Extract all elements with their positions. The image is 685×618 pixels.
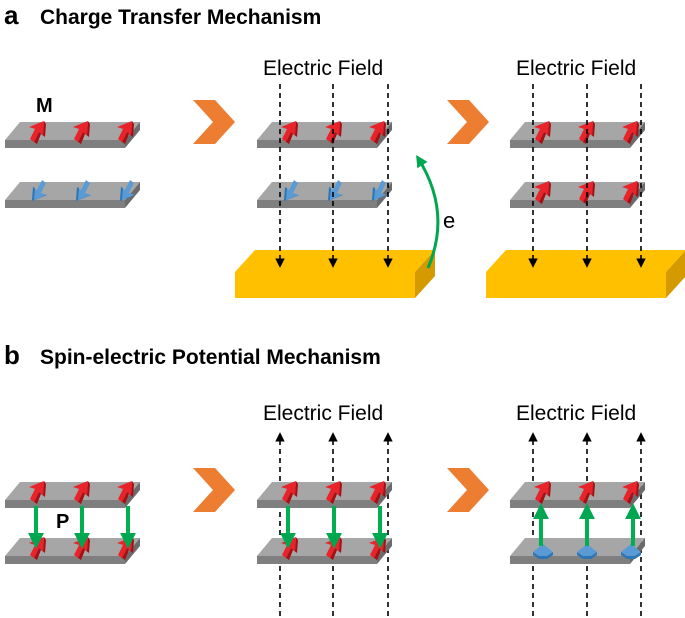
- field-lines-down: [528, 84, 646, 268]
- process-arrow-icon: [193, 100, 235, 144]
- slab-bottom-a2: [257, 182, 392, 208]
- slab-top-b2: [257, 482, 392, 508]
- panel-b-title: Spin-electric Potential Mechanism: [40, 346, 381, 369]
- polarization-label: P: [56, 511, 69, 533]
- slab-top-b3: [510, 482, 645, 508]
- panel-a-title: Charge Transfer Mechanism: [40, 6, 321, 29]
- moment-label: M: [36, 95, 53, 117]
- panel-b-letter: b: [4, 340, 20, 370]
- process-arrow-icon: [193, 468, 235, 512]
- field-label-b2: Electric Field: [516, 402, 636, 425]
- polarization-arrows-down: [280, 506, 388, 549]
- panel-a-letter: a: [4, 0, 19, 30]
- field-lines-down: [275, 84, 393, 268]
- electrode: [486, 250, 685, 298]
- electron-label: e: [443, 208, 455, 233]
- polarization-arrows-down: [28, 506, 136, 549]
- process-arrow-icon: [447, 468, 489, 512]
- slab-bottom-a3: [510, 182, 645, 208]
- slab-bottom-a1: [5, 182, 140, 208]
- field-label-a1: Electric Field: [263, 57, 383, 80]
- field-label-b1: Electric Field: [263, 402, 383, 425]
- electron-transfer-arrow: [416, 154, 440, 269]
- process-arrow-icon: [447, 100, 489, 144]
- field-label-a2: Electric Field: [516, 57, 636, 80]
- slab-top-b1: [5, 482, 140, 508]
- polarization-arrows-up: [533, 503, 641, 546]
- electrode: [235, 250, 435, 298]
